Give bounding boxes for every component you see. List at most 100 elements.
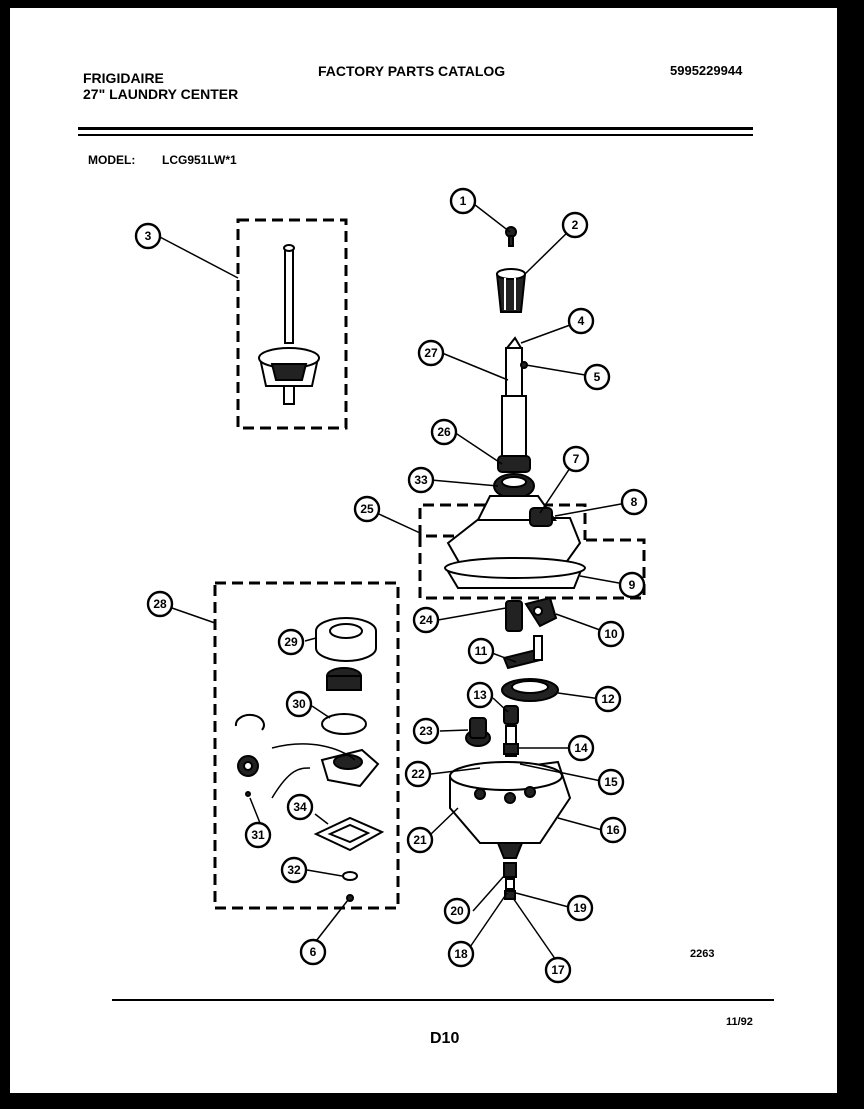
svg-text:8: 8	[631, 495, 638, 509]
callout-10[interactable]: 10	[597, 620, 625, 648]
callout-9[interactable]: 9	[618, 571, 646, 599]
brand-block: FRIGIDAIRE 27" LAUNDRY CENTER	[83, 70, 238, 102]
callout-7[interactable]: 7	[562, 445, 590, 473]
callout-11[interactable]: 11	[467, 637, 495, 665]
footer-rule	[112, 999, 774, 1001]
svg-text:27: 27	[424, 346, 438, 360]
group-box-25-upper	[418, 503, 587, 540]
callout-28[interactable]: 28	[146, 590, 174, 618]
callout-27[interactable]: 27	[417, 339, 445, 367]
svg-text:15: 15	[604, 775, 618, 789]
part-26-33-seal-bearing	[493, 455, 535, 499]
svg-text:17: 17	[551, 963, 565, 977]
callout-20[interactable]: 20	[443, 897, 471, 925]
svg-text:5: 5	[594, 370, 601, 384]
callout-23[interactable]: 23	[412, 717, 440, 745]
product-line: 27" LAUNDRY CENTER	[83, 86, 239, 102]
model-number: LCG951LW*1	[162, 153, 237, 167]
callout-15[interactable]: 15	[597, 768, 625, 796]
svg-text:12: 12	[601, 692, 615, 706]
catalog-title: FACTORY PARTS CATALOG	[318, 63, 506, 79]
svg-text:20: 20	[450, 904, 464, 918]
part-24-pinion	[505, 600, 523, 632]
callout-30[interactable]: 30	[285, 690, 313, 718]
callout-6[interactable]: 6	[299, 938, 327, 966]
callout-12[interactable]: 12	[594, 685, 622, 713]
svg-text:21: 21	[413, 833, 427, 847]
part-12-drive-gear	[501, 678, 559, 702]
svg-text:19: 19	[573, 901, 587, 915]
callout-24[interactable]: 24	[412, 606, 440, 634]
svg-text:3: 3	[145, 229, 152, 243]
callout-29[interactable]: 29	[277, 628, 305, 656]
callout-22[interactable]: 22	[404, 760, 432, 788]
catalog-number: 5995229944	[670, 63, 743, 78]
exploded-parts-diagram: 1 2 3 4 5 6 7 8 9 10 11 12 13 14 15 16 1…	[134, 187, 648, 984]
callout-19[interactable]: 19	[566, 894, 594, 922]
svg-text:32: 32	[287, 863, 301, 877]
svg-text:30: 30	[292, 697, 306, 711]
figure-code: 2263	[690, 948, 715, 960]
svg-text:33: 33	[414, 473, 428, 487]
callout-8[interactable]: 8	[620, 488, 648, 516]
callout-26[interactable]: 26	[430, 418, 458, 446]
svg-text:23: 23	[419, 724, 433, 738]
callout-13[interactable]: 13	[466, 681, 494, 709]
part-25-transmission-cover	[444, 495, 586, 589]
svg-text:24: 24	[419, 613, 433, 627]
callout-21[interactable]: 21	[406, 826, 434, 854]
part-2-cap	[495, 268, 527, 313]
parts-catalog-page: FRIGIDAIRE 27" LAUNDRY CENTER FACTORY PA…	[10, 8, 837, 1093]
group-box-25-lower	[418, 534, 646, 600]
part-17-20-fittings	[503, 862, 517, 900]
callout-4[interactable]: 4	[567, 307, 595, 335]
part-31-clip-bearing	[234, 713, 265, 797]
header-rule-top	[78, 127, 753, 130]
callout-5[interactable]: 5	[583, 363, 611, 391]
svg-text:6: 6	[310, 945, 317, 959]
model-label: MODEL:	[88, 153, 136, 167]
svg-text:22: 22	[411, 767, 425, 781]
part-29-seal-ring	[315, 617, 377, 662]
svg-text:7: 7	[573, 452, 580, 466]
svg-text:34: 34	[293, 800, 307, 814]
callout-18[interactable]: 18	[447, 940, 475, 968]
svg-text:4: 4	[578, 314, 585, 328]
callout-2[interactable]: 2	[561, 211, 589, 239]
callout-31[interactable]: 31	[244, 821, 272, 849]
callout-32[interactable]: 32	[280, 856, 308, 884]
callout-17[interactable]: 17	[544, 956, 572, 984]
svg-text:28: 28	[153, 597, 167, 611]
brand-name: FRIGIDAIRE	[83, 70, 164, 86]
part-13-14-shaft-pinion	[503, 705, 519, 757]
part-1-screw	[505, 226, 517, 247]
part-23-gear	[465, 717, 491, 747]
svg-text:18: 18	[454, 947, 468, 961]
callout-25[interactable]: 25	[353, 495, 381, 523]
group-box-3	[236, 218, 348, 430]
part-34-seal-pads	[313, 748, 385, 852]
callout-33[interactable]: 33	[407, 466, 435, 494]
group-box-28	[213, 581, 400, 910]
svg-text:25: 25	[360, 502, 374, 516]
svg-text:31: 31	[251, 828, 265, 842]
page-number: D10	[430, 1030, 460, 1047]
svg-text:16: 16	[606, 823, 620, 837]
svg-text:1: 1	[460, 194, 467, 208]
svg-text:2: 2	[572, 218, 579, 232]
svg-text:14: 14	[574, 741, 588, 755]
part-16-gear-case	[449, 760, 572, 859]
callout-34[interactable]: 34	[286, 793, 314, 821]
svg-text:9: 9	[629, 578, 636, 592]
svg-text:10: 10	[604, 627, 618, 641]
part-11-connecting-rod	[502, 635, 543, 670]
callout-1[interactable]: 1	[449, 187, 477, 215]
svg-text:13: 13	[473, 688, 487, 702]
callout-14[interactable]: 14	[567, 734, 595, 762]
catalog-date: 11/92	[726, 1016, 753, 1028]
header-rule-bottom	[78, 134, 753, 136]
part-30-spring-ring	[321, 667, 367, 735]
callout-3[interactable]: 3	[134, 222, 162, 250]
callout-16[interactable]: 16	[599, 816, 627, 844]
part-10-crank	[524, 596, 558, 628]
